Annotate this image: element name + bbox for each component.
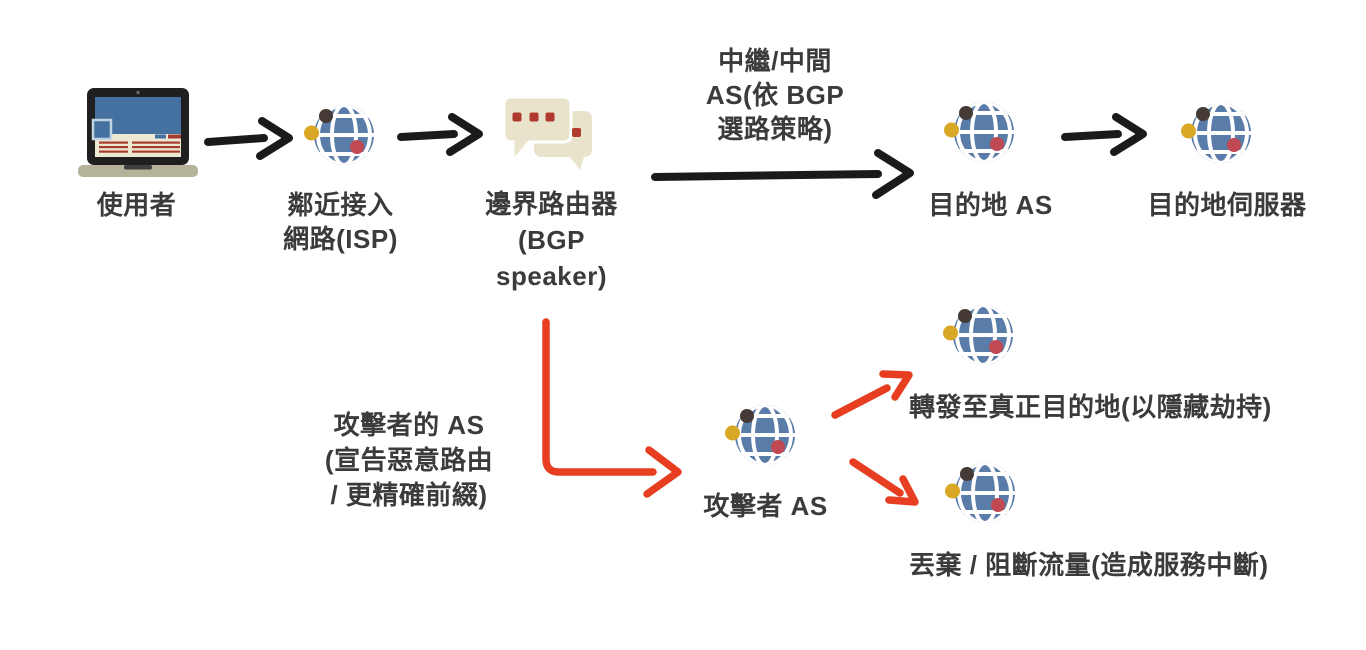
arrow-right-icon (397, 113, 483, 156)
forward-branch-label: 轉發至真正目的地(以隱藏劫持) (909, 392, 1272, 422)
drop-globe-icon (945, 460, 1017, 530)
hijack-elbow-arrow-icon (542, 318, 682, 498)
isp-globe-icon (304, 102, 376, 172)
forward-globe-icon (943, 302, 1015, 372)
isp-label: 鄰近接入 網路(ISP) (283, 190, 398, 254)
laptop-icon (78, 88, 198, 177)
arrow-right-icon (1061, 113, 1147, 156)
attacker-globe-icon (725, 402, 797, 472)
destination-server-globe-icon (1181, 100, 1253, 170)
forward-branch-arrow-icon (831, 370, 913, 419)
attacker-as-label: 攻擊者 AS (703, 491, 828, 521)
destination-as-label: 目的地 AS (928, 190, 1053, 220)
destination-server-label: 目的地伺服器 (1147, 190, 1307, 220)
relay-as-annotation: 中繼/中間 AS(依 BGP 選路策略) (705, 46, 845, 144)
relay-flow-arrow-icon (651, 149, 914, 199)
border-router-label: 邊界路由器 (BGP speaker) (485, 189, 618, 291)
destination-as-globe-icon (944, 99, 1016, 169)
drop-branch-arrow-icon (849, 458, 919, 506)
attacker-annotation: 攻擊者的 AS (宣告惡意路由 / 更精確前綴) (324, 410, 494, 510)
user-label: 使用者 (96, 190, 177, 220)
drop-branch-label: 丟棄 / 阻斷流量(造成服務中斷) (909, 550, 1269, 580)
chat-bubbles-icon (502, 95, 592, 170)
arrow-right-icon (204, 117, 293, 160)
